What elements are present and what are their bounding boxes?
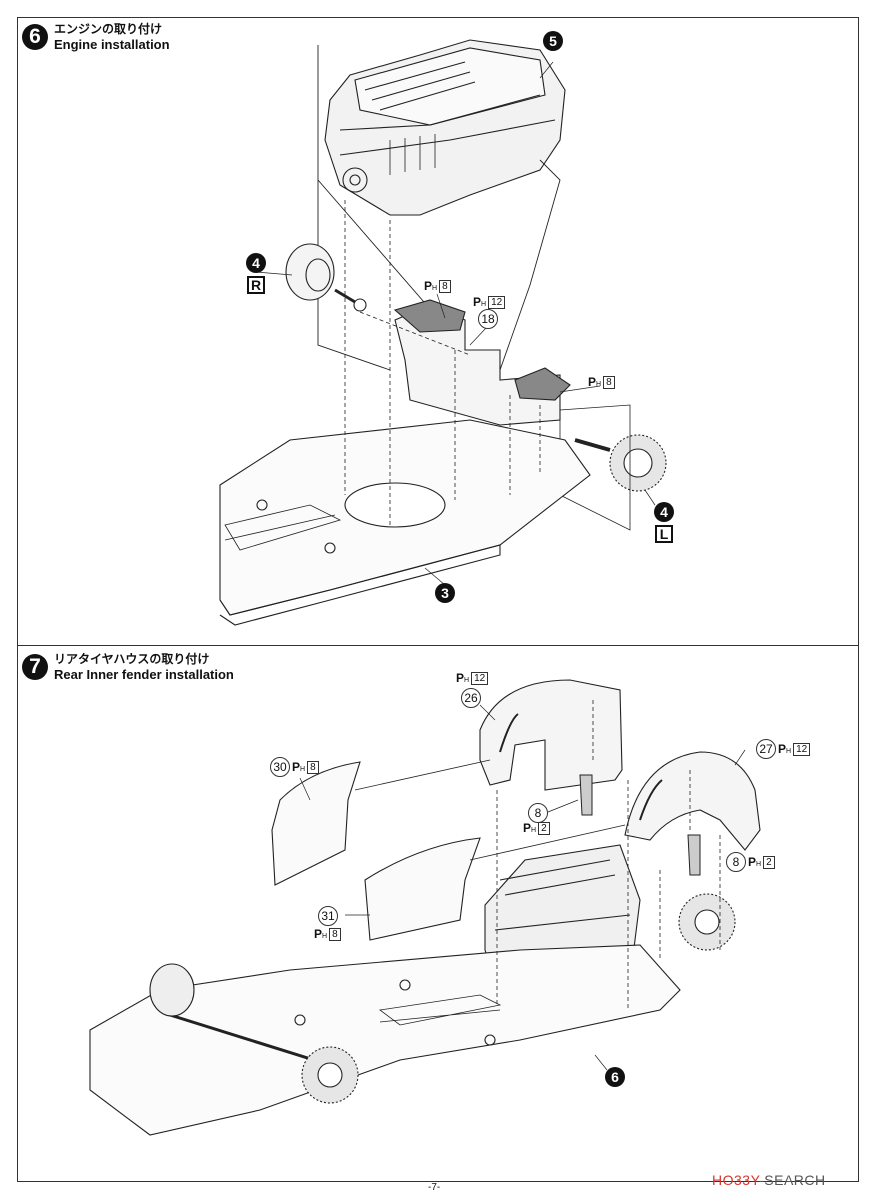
part-number-31: 31 — [318, 906, 338, 926]
hub-l-drawing — [574, 434, 667, 492]
guide-lines — [344, 200, 541, 525]
part-number-4-r: 4 — [246, 253, 266, 273]
chassis-drawing — [219, 419, 591, 626]
part-number-4-l: 4 — [654, 502, 674, 522]
step-number: 6 — [22, 24, 48, 50]
side-r-badge: R — [247, 276, 265, 294]
watermark: HO33Y-SEARCH — [712, 1172, 826, 1188]
fender-26-drawing — [479, 679, 623, 791]
step-divider — [17, 645, 859, 646]
fender-27-drawing — [624, 751, 761, 851]
part-number-8: 8 — [528, 803, 548, 823]
page-frame — [17, 17, 859, 1182]
part-number-27: 27 — [756, 739, 776, 759]
step-title-jp: エンジンの取り付け — [54, 22, 163, 36]
part-number-3: 3 — [435, 583, 455, 603]
step-title-en: Engine installation — [54, 37, 170, 52]
step-7-header: 7 リアタイヤハウスの取り付け Rear Inner fender instal… — [22, 652, 234, 682]
step-title-jp: リアタイヤハウスの取り付け — [54, 652, 210, 666]
part-number-18: 18 — [478, 309, 498, 329]
step-number: 7 — [22, 654, 48, 680]
panel-30-drawing — [271, 761, 361, 886]
side-l-badge: L — [655, 525, 673, 543]
hub-r-drawing — [285, 243, 367, 312]
part-number-8: 8 — [726, 852, 746, 872]
engine-drawing — [324, 39, 566, 216]
panel-31-drawing — [364, 837, 481, 941]
step-6-header: 6 エンジンの取り付け Engine installation — [22, 22, 170, 52]
part-number-26: 26 — [461, 688, 481, 708]
chassis-6-drawing — [89, 893, 736, 1136]
shock-drawings — [579, 774, 701, 876]
part-number-6: 6 — [605, 1067, 625, 1087]
part-number-30: 30 — [270, 757, 290, 777]
step-title-en: Rear Inner fender installation — [54, 667, 234, 682]
page-number: -7- — [428, 1182, 441, 1193]
part-number-5: 5 — [543, 31, 563, 51]
subframe-drawing — [393, 299, 571, 426]
